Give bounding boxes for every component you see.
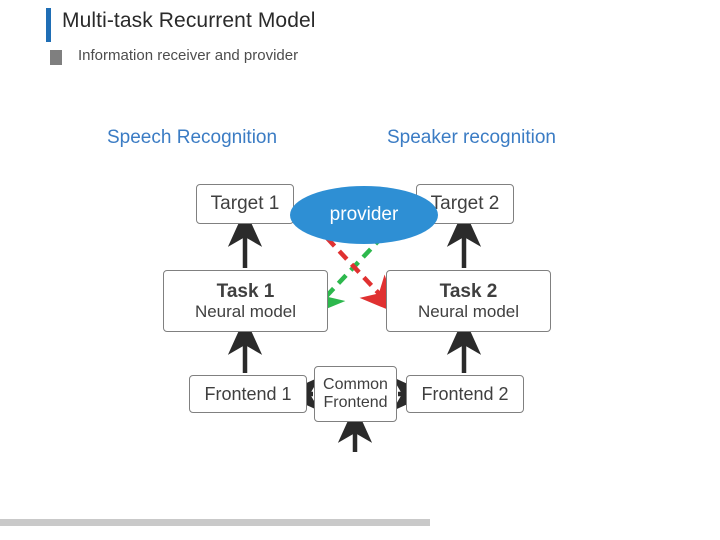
node-task1-subtitle: Neural model <box>194 302 297 322</box>
node-frontend1-label: Frontend 1 <box>204 383 292 404</box>
page-title: Multi-task Recurrent Model <box>62 9 316 32</box>
node-target1[interactable]: Target 1 <box>196 184 294 224</box>
title-accent-bar <box>46 8 51 42</box>
node-frontend1[interactable]: Frontend 1 <box>189 375 307 413</box>
node-common-line1: Common <box>323 376 388 394</box>
provider-callout[interactable]: provider <box>290 186 438 244</box>
page-subtitle: Information receiver and provider <box>78 47 299 64</box>
node-task1-title: Task 1 <box>216 280 275 302</box>
node-frontend2-label: Frontend 2 <box>421 383 509 404</box>
column-heading-speaker-recognition: Speaker recognition <box>387 127 556 148</box>
node-target1-label: Target 1 <box>210 193 280 215</box>
node-common-frontend[interactable]: Common Frontend <box>314 366 397 422</box>
column-heading-speech-recognition: Speech Recognition <box>107 127 278 148</box>
node-task1[interactable]: Task 1 Neural model <box>163 270 328 332</box>
arrow-information-green <box>307 234 385 317</box>
node-frontend2[interactable]: Frontend 2 <box>406 375 524 413</box>
node-common-line2: Frontend <box>323 394 388 411</box>
subtitle-bullet-icon <box>50 50 62 65</box>
node-task2-subtitle: Neural model <box>417 302 520 322</box>
provider-callout-label: provider <box>329 204 399 225</box>
footer-bar <box>0 519 430 526</box>
arrow-information-red <box>325 236 398 314</box>
node-task2[interactable]: Task 2 Neural model <box>386 270 551 332</box>
node-target2-label: Target 2 <box>430 193 500 215</box>
node-task2-title: Task 2 <box>439 280 498 302</box>
